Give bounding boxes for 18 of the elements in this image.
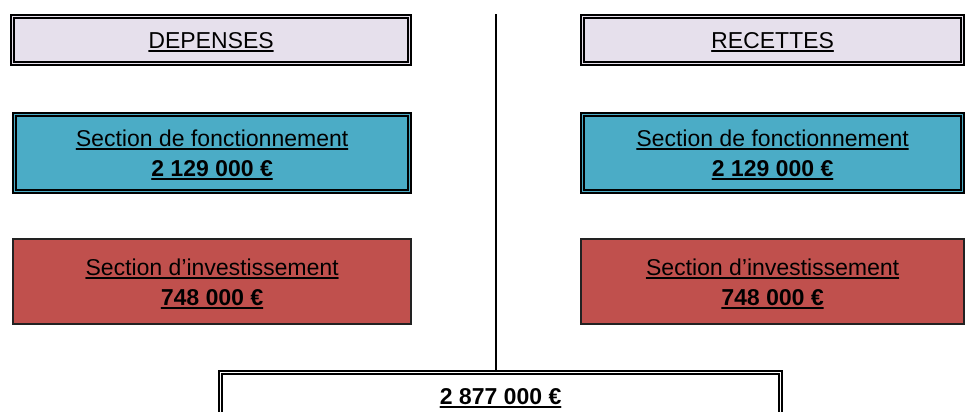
heading-text: DEPENSES bbox=[148, 26, 274, 55]
section-box bbox=[580, 238, 965, 325]
amount-text: 748 000 € bbox=[160, 282, 264, 312]
section-box bbox=[12, 238, 412, 325]
section-title: Section de fonctionnement bbox=[76, 124, 348, 153]
total-box bbox=[218, 370, 783, 412]
section-box bbox=[12, 112, 412, 194]
amount-text: 748 000 € bbox=[721, 282, 824, 312]
section-box bbox=[580, 112, 965, 194]
section-title: Section d’investissement bbox=[85, 252, 339, 282]
header-box bbox=[580, 14, 965, 66]
amount-text: 2 129 000 € bbox=[151, 154, 273, 183]
amount-text: 2 129 000 € bbox=[712, 154, 834, 183]
amount-text: 2 877 000 € bbox=[440, 382, 562, 411]
heading-text: RECETTES bbox=[711, 26, 834, 55]
section-title: Section d’investissement bbox=[646, 252, 900, 282]
section-title: Section de fonctionnement bbox=[636, 124, 909, 153]
header-box bbox=[10, 14, 412, 66]
